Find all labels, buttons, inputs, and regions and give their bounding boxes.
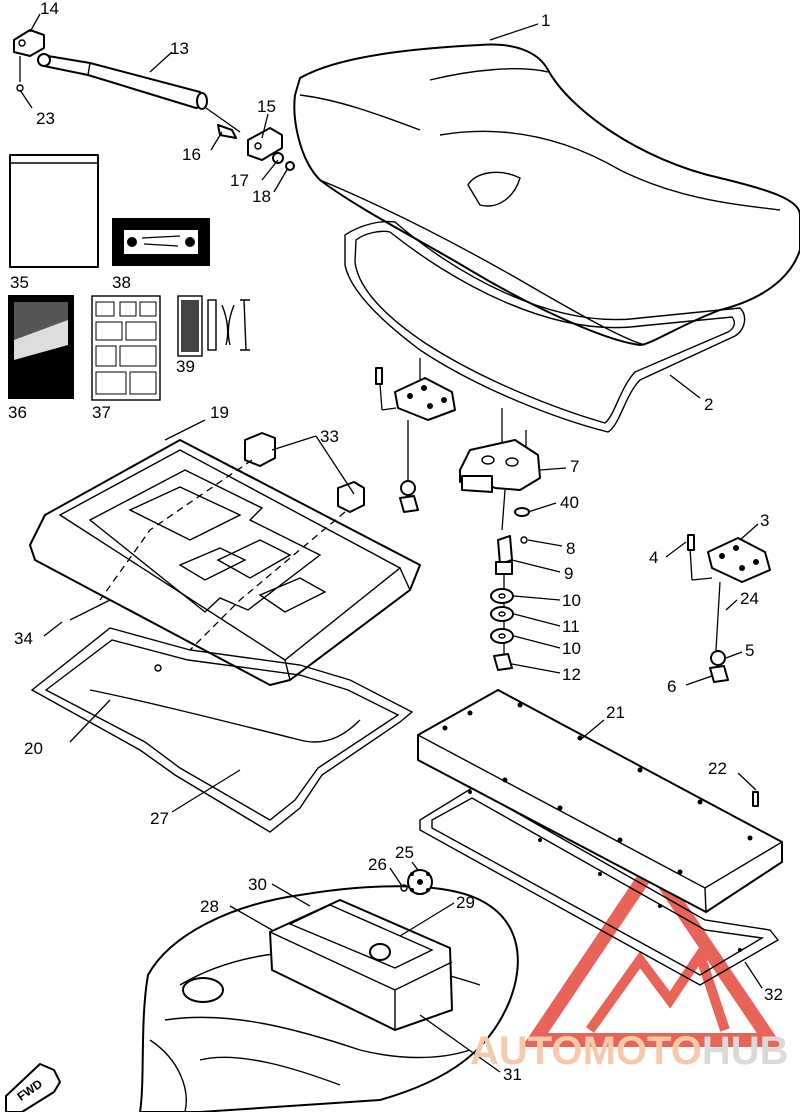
owners-manual (8, 295, 74, 399)
callout-labels: 1 2 3 4 5 6 7 8 9 10 11 10 12 13 14 15 1… (8, 0, 783, 1084)
callout-29: 29 (456, 893, 475, 912)
callout-23: 23 (36, 109, 55, 128)
callout-34: 34 (14, 629, 33, 648)
watermark-part2: MOTO (583, 1029, 702, 1073)
callout-28: 28 (200, 897, 219, 916)
callout-7: 7 (570, 457, 579, 476)
callout-2: 2 (704, 395, 713, 414)
watermark-part3: HUB (702, 1029, 789, 1073)
callout-26: 26 (368, 855, 387, 874)
callout-40: 40 (560, 493, 579, 512)
cover-plate (417, 689, 783, 913)
callout-9: 9 (564, 564, 573, 583)
callout-37: 37 (92, 403, 111, 422)
callout-17: 17 (230, 171, 249, 190)
callout-8: 8 (566, 539, 575, 558)
callout-20: 20 (24, 739, 43, 758)
callout-27: 27 (150, 809, 169, 828)
strut-bracket-lower (205, 107, 295, 171)
callout-36: 36 (8, 403, 27, 422)
cover-gasket (419, 787, 780, 986)
callout-3: 3 (760, 511, 769, 530)
callout-21: 21 (606, 703, 625, 722)
gas-strut (37, 53, 208, 110)
callout-13: 13 (170, 39, 189, 58)
video-cassette (112, 218, 210, 266)
callout-1: 1 (541, 11, 550, 30)
hook-assembly (459, 408, 541, 531)
callout-leaders (19, 13, 763, 1073)
fwd-arrow-icon: FWD (5, 1063, 61, 1112)
callout-6: 6 (667, 677, 676, 696)
manual-bag (9, 154, 99, 268)
callout-12: 12 (562, 665, 581, 684)
callout-5: 5 (745, 641, 754, 660)
tray-mat (30, 627, 414, 833)
callout-31: 31 (503, 1065, 522, 1084)
instruction-sheet (91, 295, 161, 401)
callout-25: 25 (395, 843, 414, 862)
callout-18: 18 (252, 187, 271, 206)
callout-15: 15 (257, 97, 276, 116)
callout-39: 39 (176, 357, 195, 376)
callout-22: 22 (708, 759, 727, 778)
callout-11: 11 (562, 617, 580, 636)
seat (293, 43, 800, 346)
tool-kit (177, 295, 250, 357)
callout-10b: 10 (562, 639, 581, 658)
svg-text:AUTOMOTOHUB: AUTOMOTOHUB (470, 1029, 789, 1073)
watermark-part1: AUTO (470, 1029, 583, 1073)
hook-hardware-stack (490, 507, 530, 671)
callout-14: 14 (40, 0, 59, 18)
latch-right (687, 534, 771, 683)
callout-38: 38 (112, 273, 131, 292)
callout-24: 24 (740, 589, 759, 608)
callout-32: 32 (764, 985, 783, 1004)
latch-left (375, 358, 456, 513)
callout-10a: 10 (562, 591, 581, 610)
callout-16: 16 (182, 145, 201, 164)
callout-33: 33 (320, 427, 339, 446)
callout-30: 30 (248, 875, 267, 894)
storage-tray (29, 432, 421, 686)
seat-gasket (344, 220, 746, 433)
callout-35: 35 (10, 273, 29, 292)
watermark-text: AUTOMOTOHUB (470, 1029, 789, 1073)
callout-19: 19 (210, 403, 229, 422)
callout-4: 4 (649, 548, 658, 567)
